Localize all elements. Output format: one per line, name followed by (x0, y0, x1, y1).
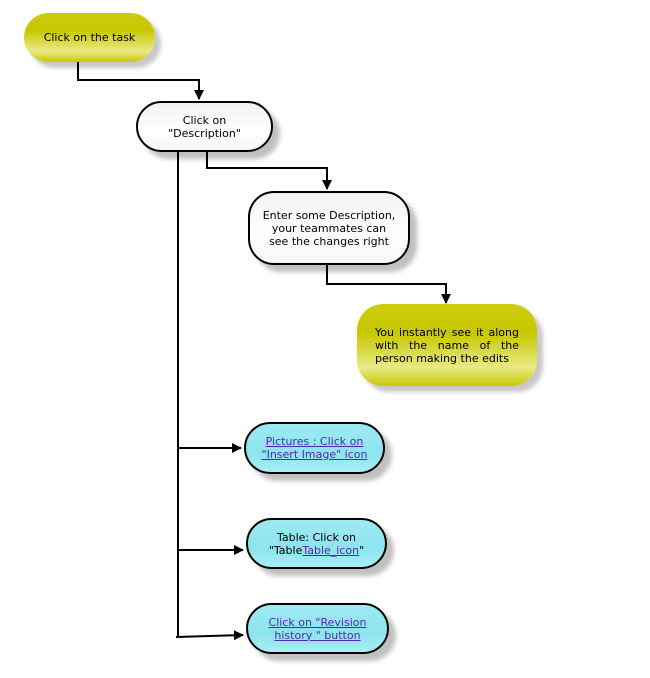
node-enter-description-line3: see the changes right (269, 234, 389, 248)
node-click-on-description-line2: "Description" (168, 126, 241, 140)
node-table: Table: Click on "TableTable_icon" (246, 518, 387, 569)
connector-description-to-enter (206, 152, 332, 190)
node-enter-description-line1: Enter some Description, (262, 208, 396, 222)
connector-enter-to-instantly (326, 264, 451, 304)
node-revision-history: Click on "Revision history " button (246, 603, 389, 654)
node-pictures: Pictures : Click on "Insert Image" icon (244, 422, 385, 474)
node-instantly-see: You instantly see it along with the name… (357, 304, 537, 386)
node-table-prefix: "Table (268, 543, 303, 557)
revision-link-line2[interactable]: history " button (274, 628, 361, 642)
pictures-link-line1[interactable]: Pictures : Click on (265, 435, 364, 448)
pictures-link-line2[interactable]: "Insert Image" icon (261, 448, 368, 461)
node-instantly-see-line3: person making the edits (375, 351, 509, 365)
node-instantly-see-line1: You instantly see it along (375, 325, 519, 339)
node-enter-description: Enter some Description, your teammates c… (248, 191, 410, 265)
node-click-on-description-line1: Click on (182, 113, 227, 127)
connector-task-to-description (77, 62, 204, 100)
node-click-on-task: Click on the task (24, 13, 155, 62)
node-instantly-see-line2: with the name of the (375, 338, 519, 352)
node-table-suffix: " (359, 543, 365, 557)
node-click-on-task-label: Click on the task (43, 31, 136, 44)
node-table-line2: "TableTable_icon" (269, 544, 364, 557)
node-table-line1: Table: Click on (276, 530, 357, 544)
node-click-on-description: Click on "Description" (136, 101, 273, 152)
table-icon-link[interactable]: Table_icon (302, 543, 360, 557)
revision-link-line1[interactable]: Click on "Revision (268, 615, 367, 629)
connector-to-revision (175, 630, 244, 641)
node-enter-description-line2: your teammates can (271, 221, 387, 235)
